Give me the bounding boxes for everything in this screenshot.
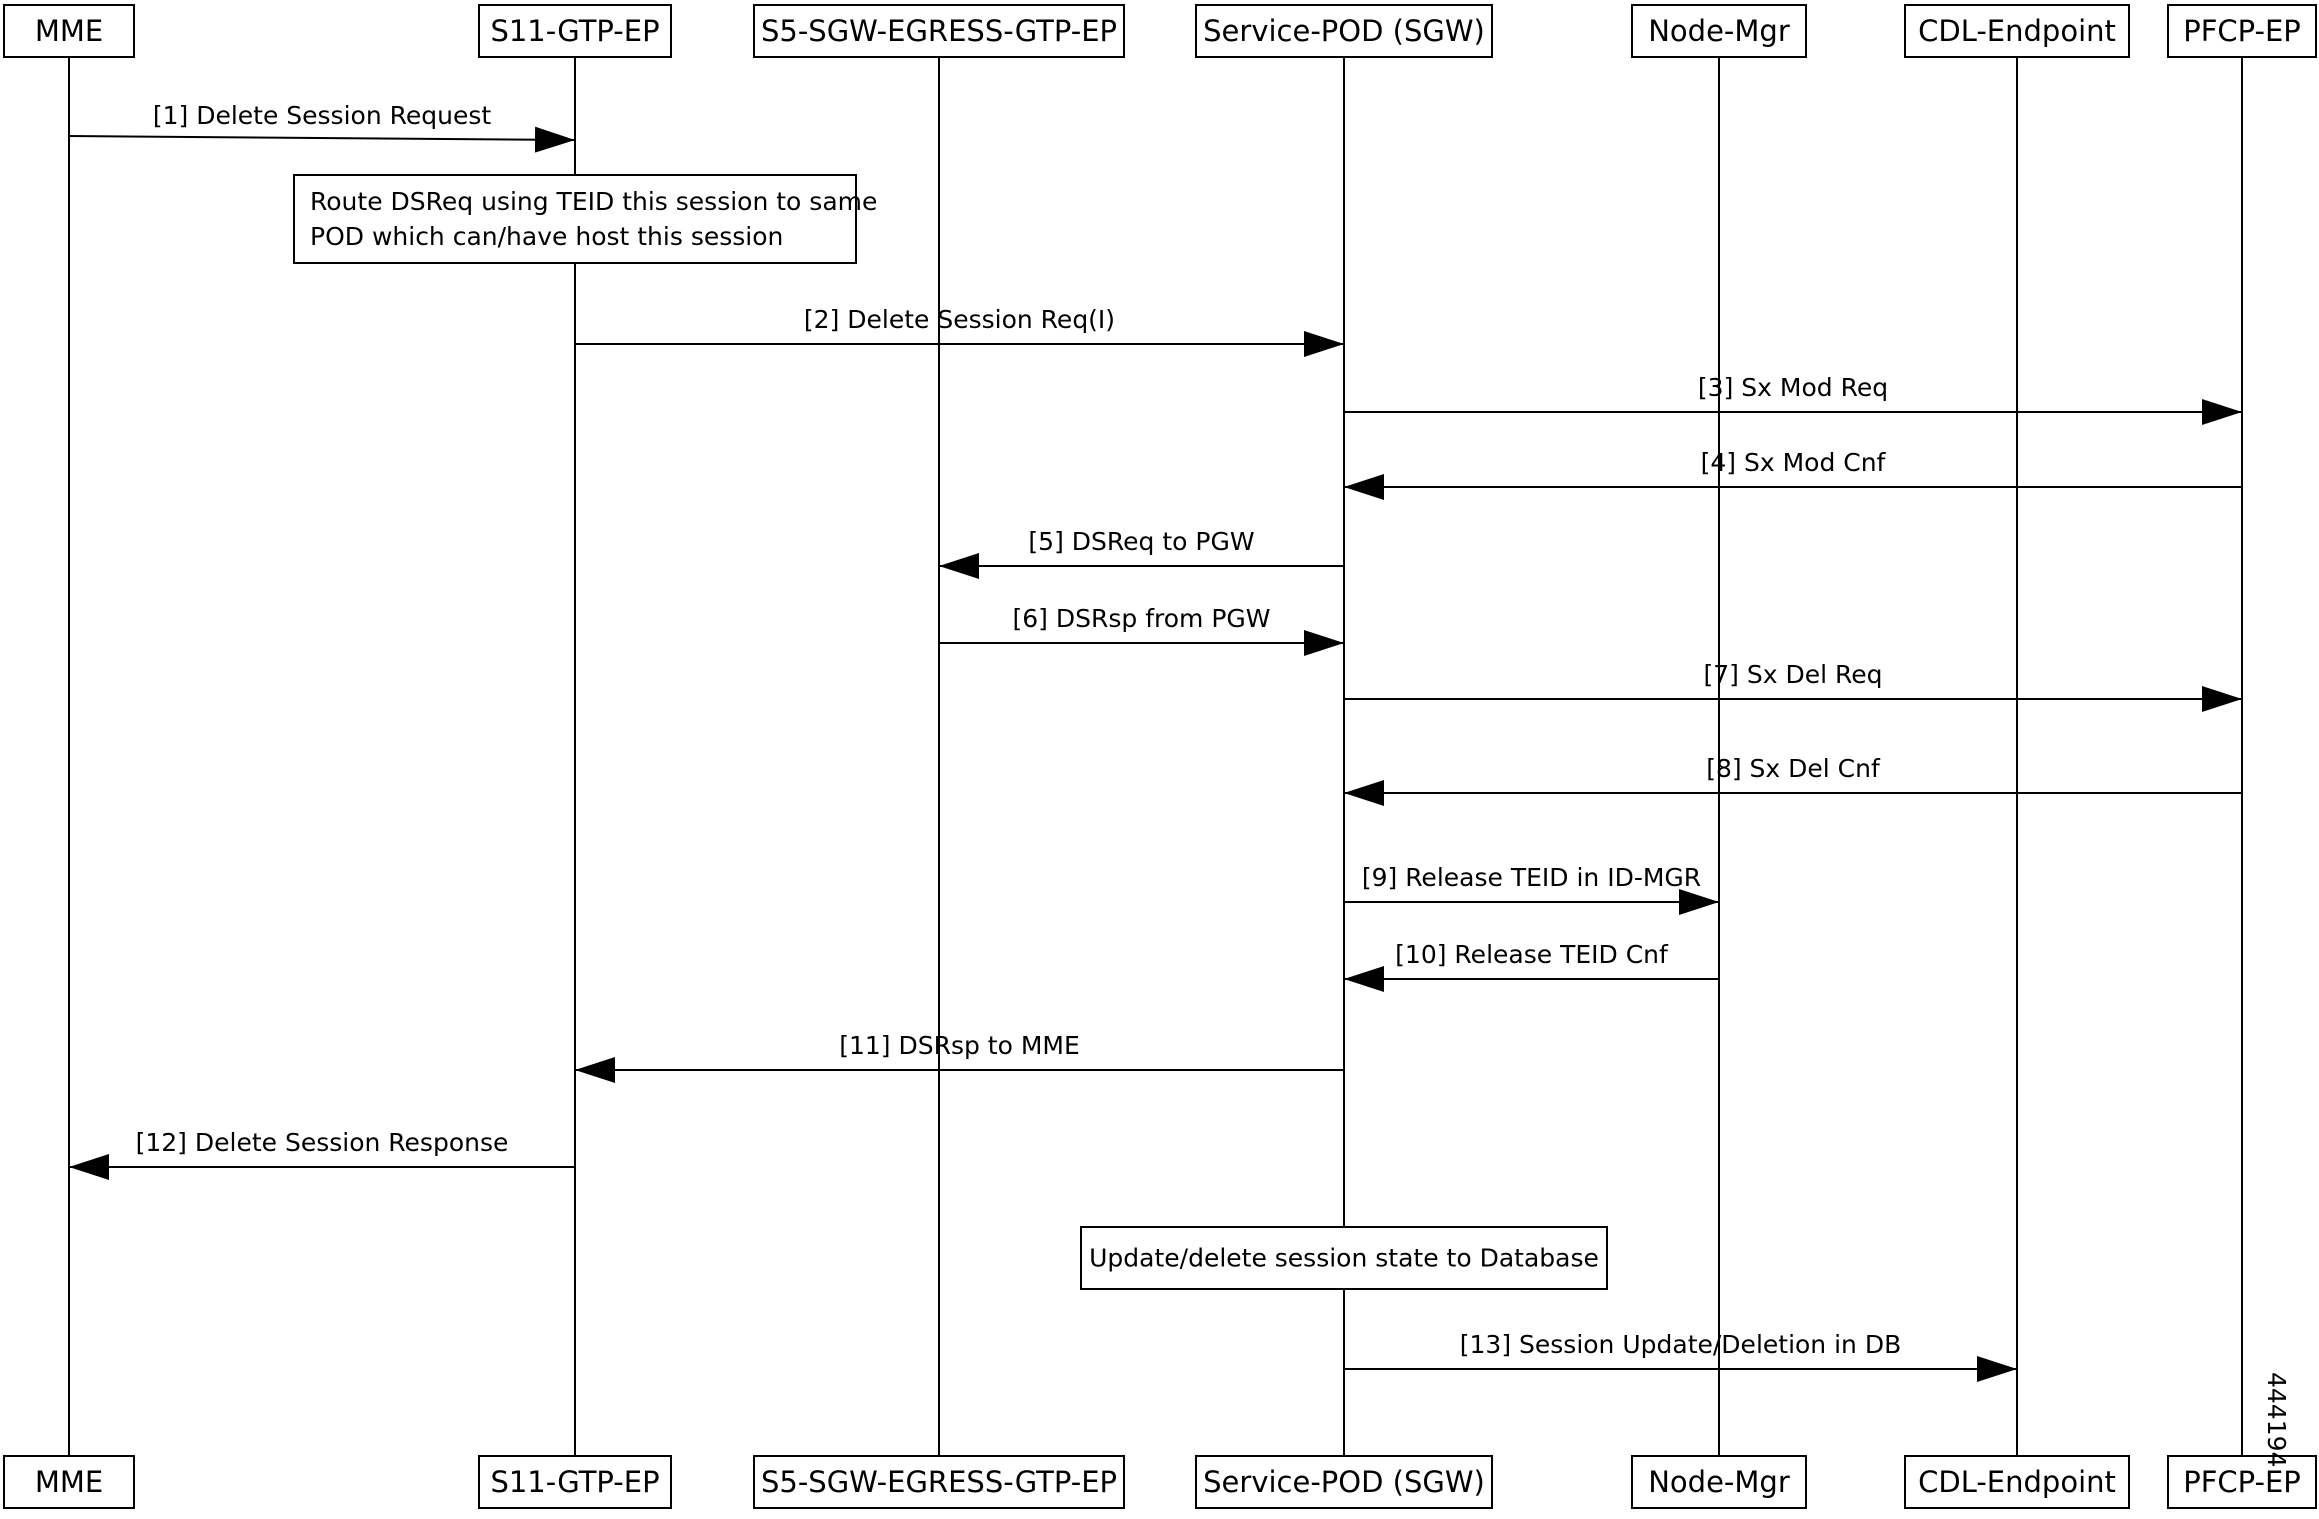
- participant-label: MME: [35, 1465, 103, 1499]
- message-13: [13] Session Update/Deletion in DB: [1344, 1330, 2017, 1382]
- message-label: [9] Release TEID in ID-MGR: [1362, 863, 1701, 892]
- figure-id-label: 444194: [2262, 1372, 2291, 1467]
- message-label: [1] Delete Session Request: [153, 101, 492, 130]
- message-label: [12] Delete Session Response: [136, 1128, 509, 1157]
- participant-box: [1195, 1455, 1493, 1509]
- participant-box: [2167, 4, 2317, 58]
- participant-box: [753, 4, 1125, 58]
- participant-s11-bottom: S11-GTP-EP: [478, 1455, 672, 1509]
- message-label: [13] Session Update/Deletion in DB: [1460, 1330, 1902, 1359]
- message-label: [6] DSRsp from PGW: [1013, 604, 1271, 633]
- message-8: [8] Sx Del Cnf: [1344, 754, 2242, 806]
- participant-s5-top: S5-SGW-EGRESS-GTP-EP: [753, 4, 1125, 58]
- message-label: [3] Sx Mod Req: [1698, 373, 1888, 402]
- participant-box: [3, 1455, 135, 1509]
- participant-label: Service-POD (SGW): [1203, 1465, 1485, 1499]
- participant-box: [1631, 4, 1807, 58]
- participant-label: Node-Mgr: [1648, 14, 1790, 48]
- message-10: [10] Release TEID Cnf: [1344, 940, 1719, 992]
- note-text: Route DSReq using TEID this session to s…: [310, 187, 877, 216]
- participant-label: CDL-Endpoint: [1918, 14, 2116, 48]
- participant-nodemgr-top: Node-Mgr: [1631, 4, 1807, 58]
- participant-box: [1195, 4, 1493, 58]
- participant-box: [2167, 1455, 2317, 1509]
- message-2: [2] Delete Session Req(I): [575, 305, 1344, 357]
- note-2: Update/delete session state to Database: [1080, 1226, 1608, 1290]
- message-label: [10] Release TEID Cnf: [1395, 940, 1669, 969]
- message-1: [1] Delete Session Request: [68, 101, 576, 153]
- participant-pfcp-bottom: PFCP-EP: [2167, 1455, 2317, 1509]
- note-box: [293, 174, 857, 264]
- participant-box: [1631, 1455, 1807, 1509]
- note-text: POD which can/have host this session: [310, 222, 783, 251]
- message-5: [5] DSReq to PGW: [939, 527, 1344, 579]
- participant-label: CDL-Endpoint: [1918, 1465, 2116, 1499]
- message-3: [3] Sx Mod Req: [1344, 373, 2242, 425]
- participant-box: [3, 4, 135, 58]
- participant-mme-top: MME: [3, 4, 135, 58]
- participant-label: MME: [35, 14, 103, 48]
- message-9: [9] Release TEID in ID-MGR: [1344, 863, 1719, 915]
- participant-box: [478, 1455, 672, 1509]
- message-label: [4] Sx Mod Cnf: [1701, 448, 1887, 477]
- message-7: [7] Sx Del Req: [1344, 660, 2242, 712]
- participant-label: S5-SGW-EGRESS-GTP-EP: [761, 1465, 1117, 1499]
- participant-s11-top: S11-GTP-EP: [478, 4, 672, 58]
- participant-box: [753, 1455, 1125, 1509]
- participant-label: Node-Mgr: [1648, 1465, 1790, 1499]
- participant-mme-bottom: MME: [3, 1455, 135, 1509]
- participant-box: [1904, 1455, 2130, 1509]
- message-12: [12] Delete Session Response: [69, 1128, 575, 1180]
- message-label: [2] Delete Session Req(I): [804, 305, 1115, 334]
- message-label: [8] Sx Del Cnf: [1706, 754, 1881, 783]
- participant-label: S11-GTP-EP: [490, 1465, 659, 1499]
- participant-box: [1904, 4, 2130, 58]
- participant-label: S11-GTP-EP: [490, 14, 659, 48]
- message-11: [11] DSRsp to MME: [575, 1031, 1344, 1083]
- participant-label: Service-POD (SGW): [1203, 14, 1485, 48]
- participant-nodemgr-bottom: Node-Mgr: [1631, 1455, 1807, 1509]
- message-label: [5] DSReq to PGW: [1028, 527, 1254, 556]
- message-4: [4] Sx Mod Cnf: [1344, 448, 2242, 500]
- message-label: [7] Sx Del Req: [1704, 660, 1883, 689]
- participant-label: PFCP-EP: [2183, 1465, 2301, 1499]
- message-6: [6] DSRsp from PGW: [939, 604, 1344, 656]
- participant-pfcp-top: PFCP-EP: [2167, 4, 2317, 58]
- participant-cdl-bottom: CDL-Endpoint: [1904, 1455, 2130, 1509]
- note-box: [1080, 1226, 1608, 1290]
- participant-cdl-top: CDL-Endpoint: [1904, 4, 2130, 58]
- note-1: Route DSReq using TEID this session to s…: [293, 174, 877, 264]
- participant-pod-bottom: Service-POD (SGW): [1195, 1455, 1493, 1509]
- participant-pod-top: Service-POD (SGW): [1195, 4, 1493, 58]
- note-text: Update/delete session state to Database: [1089, 1244, 1599, 1273]
- participant-s5-bottom: S5-SGW-EGRESS-GTP-EP: [753, 1455, 1125, 1509]
- message-label: [11] DSRsp to MME: [839, 1031, 1080, 1060]
- participant-label: PFCP-EP: [2183, 14, 2301, 48]
- message-arrow: [68, 126, 576, 153]
- participant-box: [478, 4, 672, 58]
- participant-label: S5-SGW-EGRESS-GTP-EP: [761, 14, 1117, 48]
